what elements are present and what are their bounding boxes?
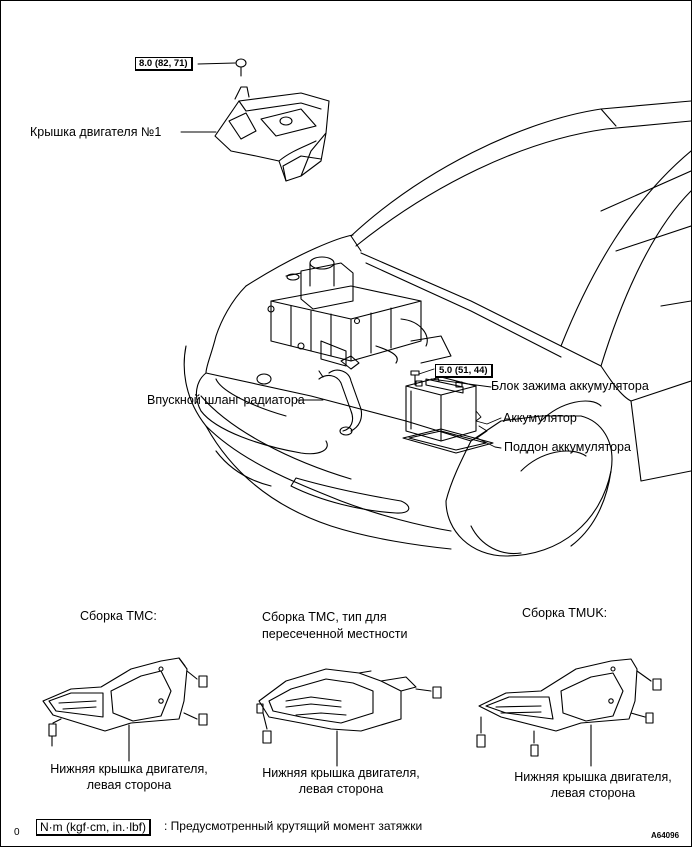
label-radiator-hose: Впускной шланг радиатора xyxy=(147,393,305,407)
under-cover-tmc xyxy=(42,657,208,762)
engine-cover-part xyxy=(214,58,330,182)
assembly-title-tmc-rough-road: Сборка TMC, тип для пересеченной местнос… xyxy=(262,610,408,641)
part-name-tmuk: Нижняя крышка двигателя, левая сторона xyxy=(514,770,672,800)
label-battery: Аккумулятор xyxy=(503,411,577,425)
leader-lines xyxy=(180,62,502,449)
label-battery-clamp: Блок зажима аккумулятора xyxy=(491,379,649,393)
part-name-tmc-rough-road: Нижняя крышка двигателя, левая сторона xyxy=(262,766,420,796)
assembly-title-tmc: Сборка TMC: xyxy=(80,609,157,623)
label-engine-cover: Крышка двигателя №1 xyxy=(30,125,162,139)
torque-value-cover-nut: 8.0 (82, 71) xyxy=(135,57,193,71)
figure-code: A64096 xyxy=(651,831,680,840)
assembly-title-tmuk: Сборка TMUK: xyxy=(522,606,608,620)
page-mark: 0 xyxy=(14,827,20,838)
under-cover-tmuk xyxy=(476,658,662,767)
battery-group xyxy=(402,370,494,454)
engine-assembly xyxy=(267,256,452,367)
radiator-hose xyxy=(318,355,363,436)
label-battery-tray: Поддон аккумулятора xyxy=(504,440,631,454)
car-outline xyxy=(183,100,691,557)
legend-unit-box: N·m (kgf·cm, in.·lbf) xyxy=(36,819,151,836)
under-cover-tmc-rough-road xyxy=(256,668,442,767)
legend-description: : Предусмотренный крутящий момент затяжк… xyxy=(164,819,423,833)
torque-value-clamp-bolt: 5.0 (51, 44) xyxy=(435,364,493,378)
part-name-tmc: Нижняя крышка двигателя, левая сторона xyxy=(50,762,208,792)
